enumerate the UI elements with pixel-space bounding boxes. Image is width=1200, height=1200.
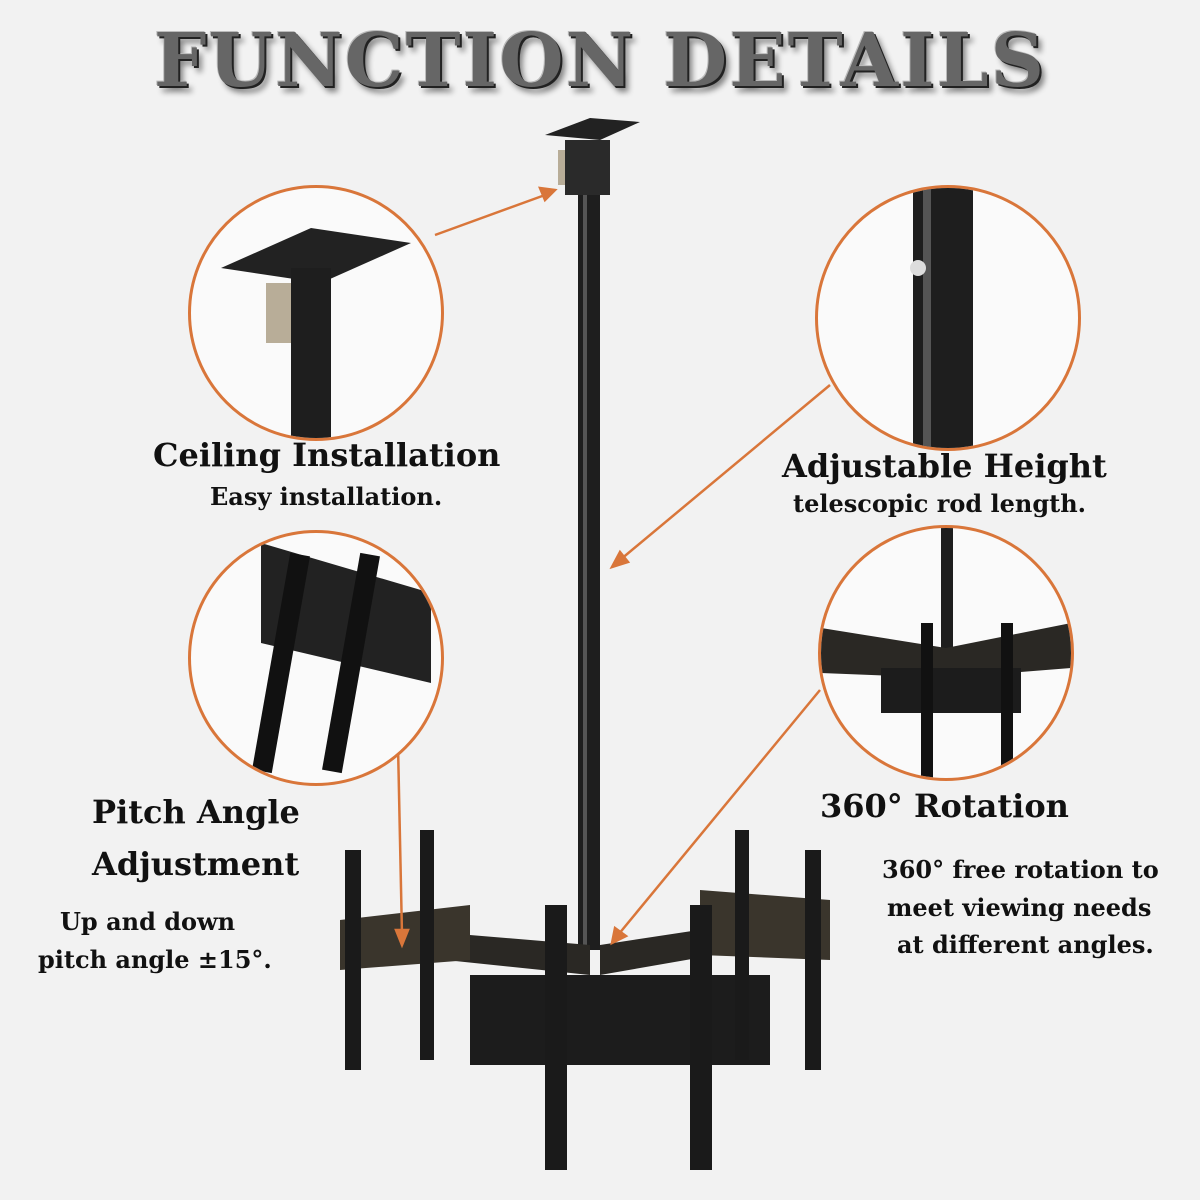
pitch-angle-heading-line1: Pitch Angle [92, 793, 300, 831]
page-title: FUNCTION DETAILS [153, 18, 1047, 104]
ceiling-installation-description: Easy installation. [210, 482, 443, 511]
pitch-angle-description-line2: pitch angle ±15°. [38, 945, 272, 974]
pitch-angle-description-line1: Up and down [60, 907, 236, 936]
pitch-angle-detail-image [188, 530, 444, 786]
rotation-description-line1: 360° free rotation to [882, 855, 1159, 884]
pitch-angle-heading-line2: Adjustment [92, 845, 300, 883]
adjustable-height-description: telescopic rod length. [793, 489, 1087, 518]
ceiling-installation-detail-image [188, 185, 444, 441]
ceiling-installation-heading: Ceiling Installation [153, 436, 501, 474]
rotation-detail-image [818, 525, 1074, 781]
rotation-description-line2: meet viewing needs [887, 893, 1152, 922]
adjustable-height-detail-image [815, 185, 1081, 451]
rotation-description-line3: at different angles. [897, 930, 1154, 959]
adjustable-height-heading: Adjustable Height [782, 447, 1107, 485]
rotation-heading: 360° Rotation [820, 787, 1069, 825]
